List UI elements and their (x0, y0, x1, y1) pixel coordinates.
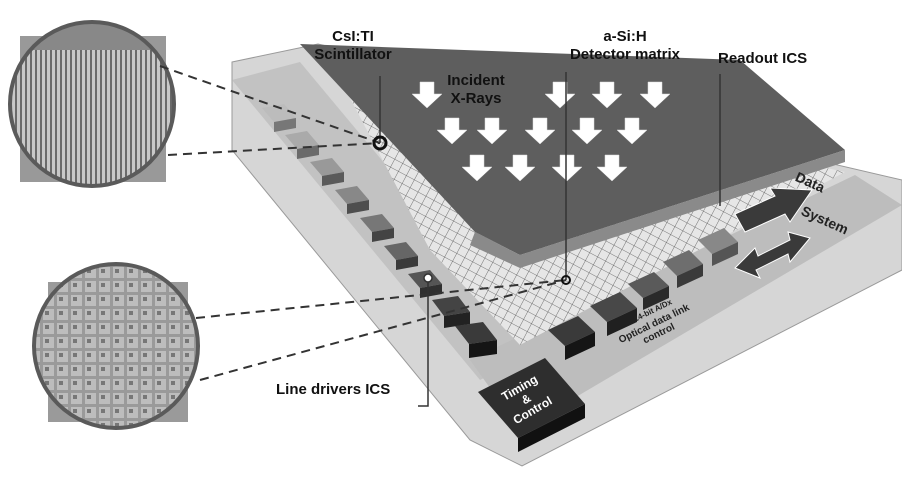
scintillator-label: CsI:TI Scintillator (288, 28, 418, 64)
line-driver-chip (432, 296, 470, 328)
detector-label-line1: a-Si:H (603, 28, 647, 45)
readout-chips (548, 228, 738, 360)
line-driver-chip (310, 158, 344, 186)
scintillator-edge (470, 150, 845, 268)
detector-label: a-Si:H Detector matrix (550, 28, 700, 64)
line-driver-marker (423, 273, 433, 283)
line-drivers-label: Line drivers ICS (276, 381, 391, 398)
solid-leaders (379, 72, 721, 407)
dashed-leaders (159, 65, 567, 381)
line-driver-chip (335, 186, 369, 214)
data-arrow (734, 187, 813, 233)
readout-label: Readout ICS (718, 50, 808, 67)
readout-chip (698, 228, 738, 266)
detector-marker (561, 275, 571, 285)
readout-chip (548, 316, 595, 360)
detector-label-line2: Detector matrix (569, 46, 681, 63)
line-driver-chip (285, 131, 319, 159)
readout-chip (663, 250, 703, 288)
line-driver-chip (360, 214, 394, 242)
incident-label-line1: Incident (447, 72, 505, 89)
readout-chip (628, 272, 669, 310)
line-driver-chips (262, 104, 497, 358)
line-driver-chip (262, 104, 296, 132)
scintillator-label-line2: Scintillator (314, 46, 392, 63)
pixel-magnifier (32, 262, 200, 430)
incident-label: Incident X-Rays (426, 72, 526, 108)
scintillator-magnifier (8, 20, 176, 188)
scintillator-marker (372, 135, 388, 151)
system-arrow (734, 231, 811, 279)
line-driver-chip (455, 322, 497, 358)
xray-arrows (411, 81, 671, 182)
line-driver-chip (384, 242, 418, 270)
incident-label-line2: X-Rays (450, 90, 502, 107)
scintillator-label-line1: CsI:TI (332, 28, 374, 45)
readout-chip (590, 292, 637, 336)
timing-control-block (478, 358, 585, 452)
